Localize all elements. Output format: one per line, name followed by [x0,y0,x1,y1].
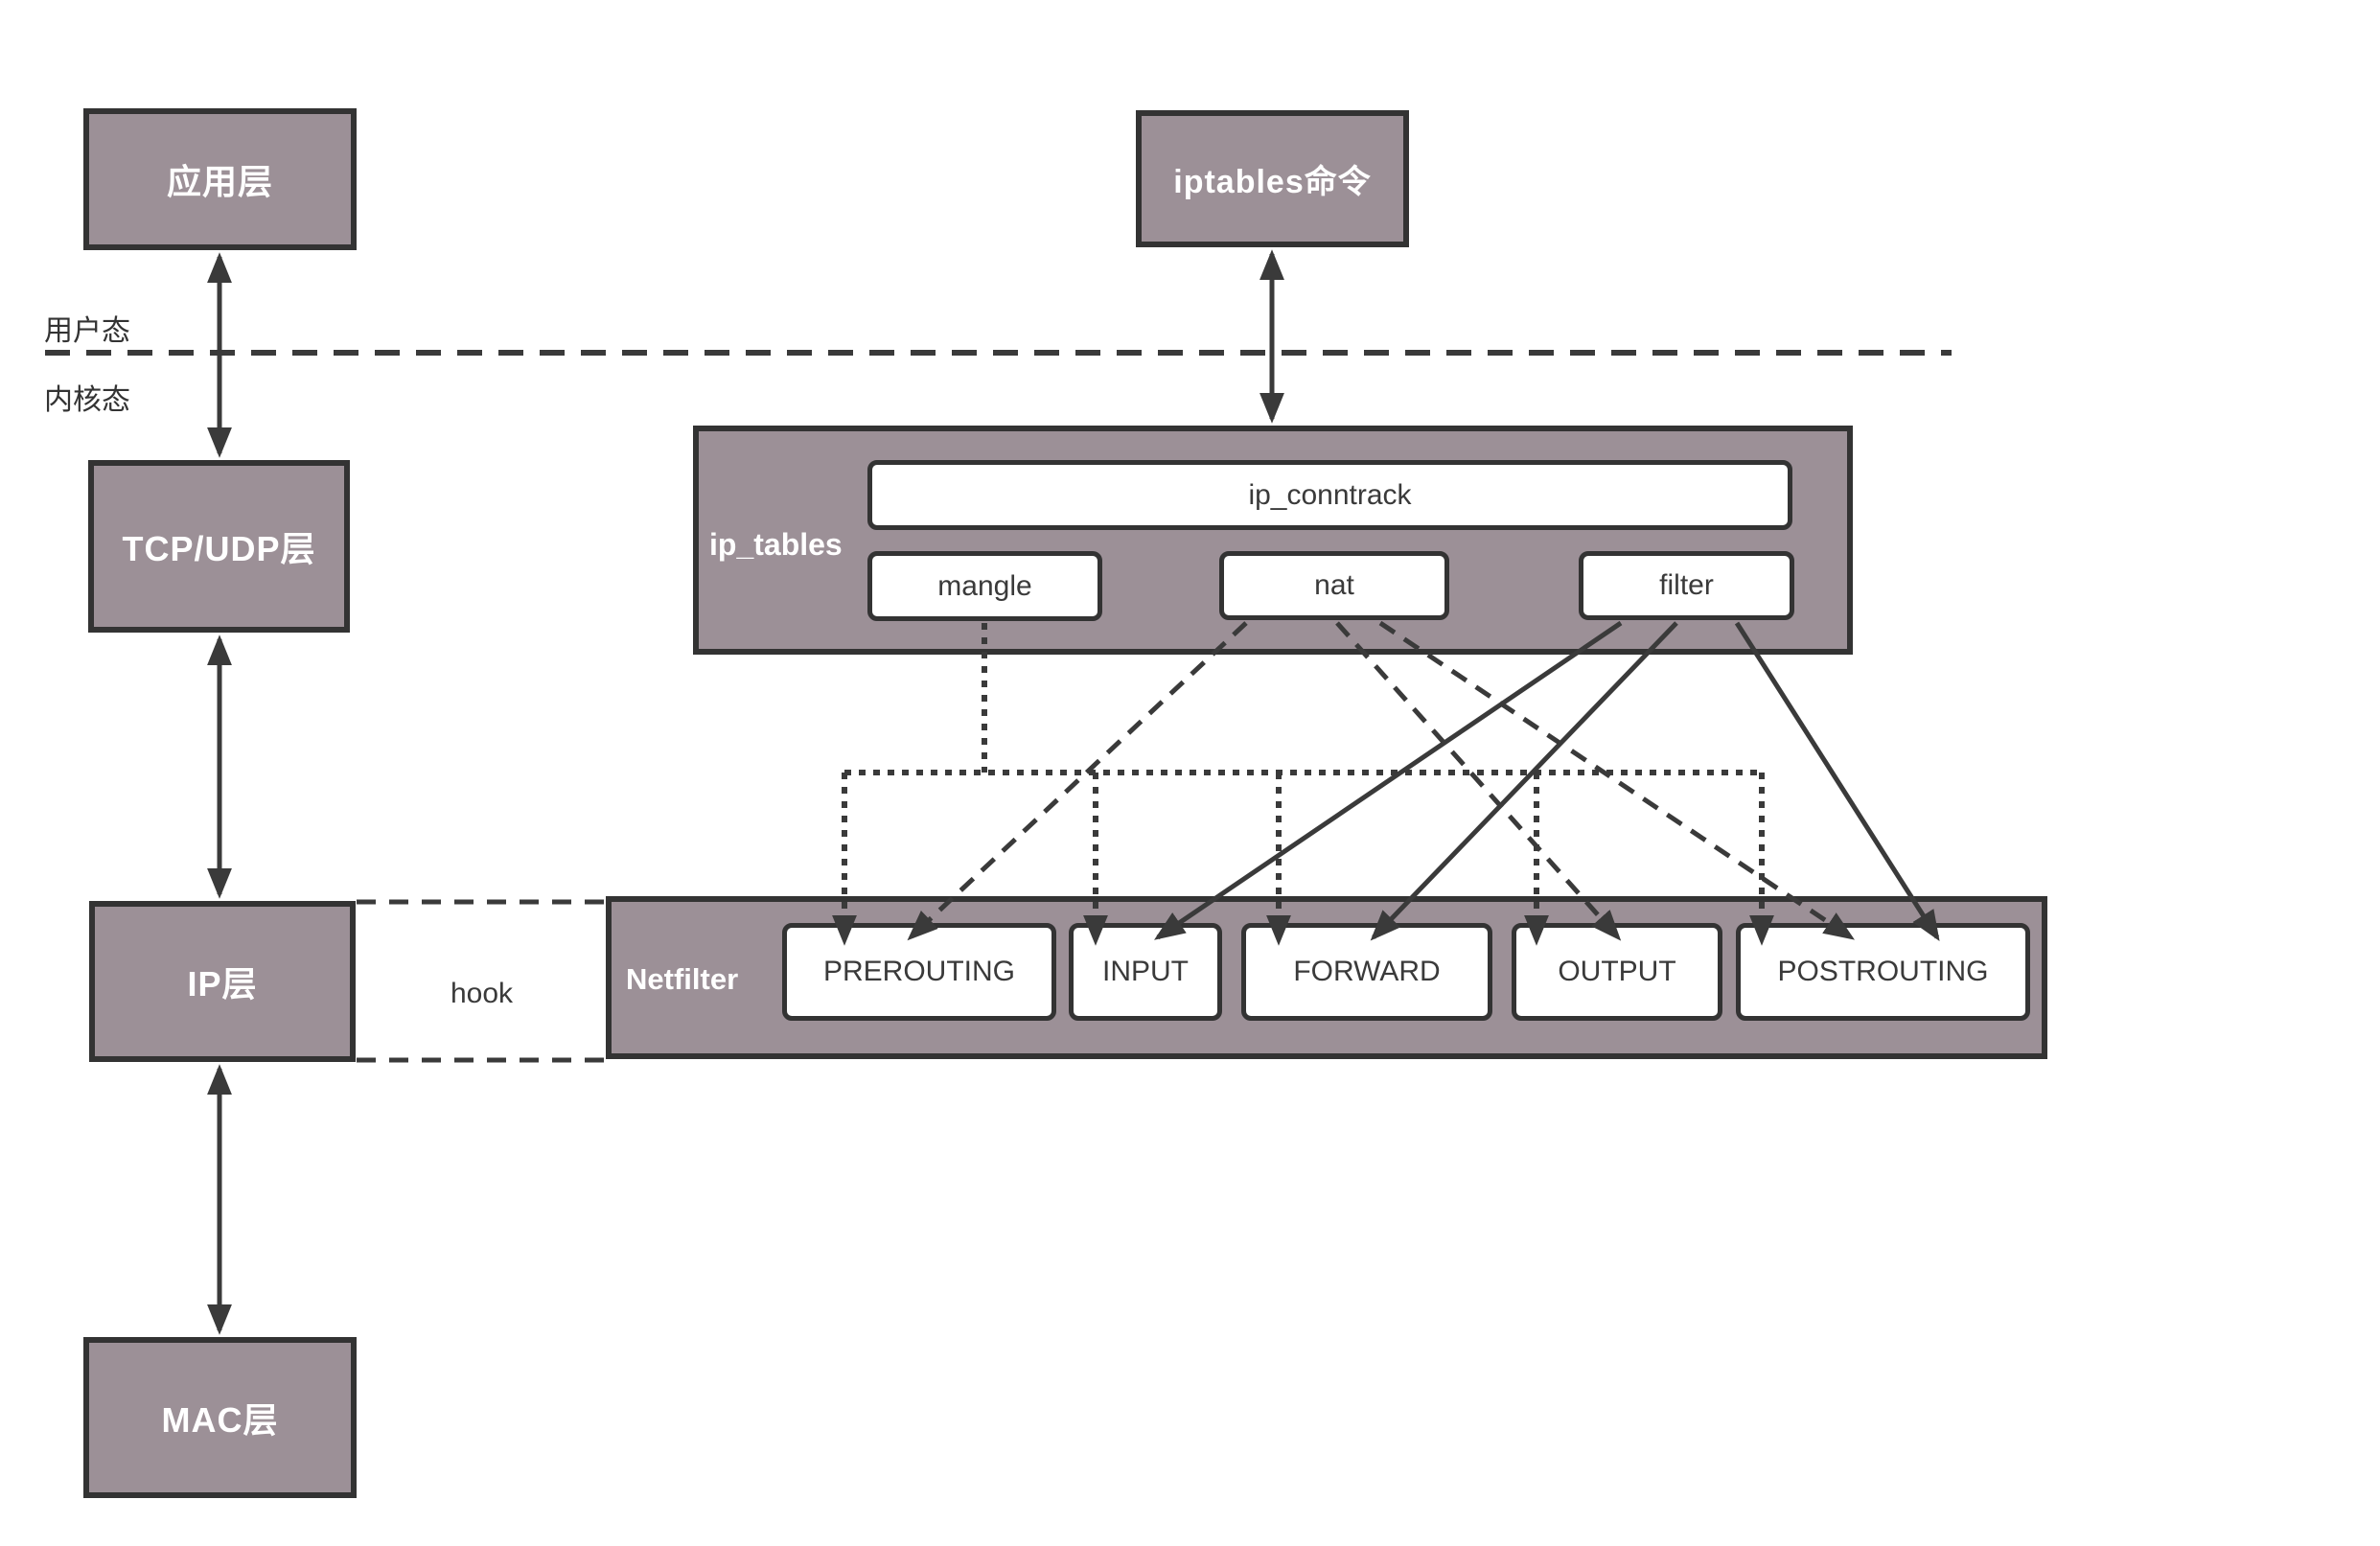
chain-box-postrouting: POSTROUTING [1736,923,2030,1021]
arrow-nat-prerouting [907,621,1248,941]
mac-layer-box: MAC层 [83,1337,357,1498]
forward-label: FORWARD [1293,956,1441,987]
app-layer-box: 应用层 [83,108,357,250]
arrow-filter-postrouting [1734,621,1940,942]
mangle-label: mangle [937,569,1032,602]
hook-label: hook [450,978,514,1009]
nat-label: nat [1314,569,1354,601]
ip-layer-label: IP层 [187,964,258,1004]
filter-label: filter [1659,569,1714,601]
output-label: OUTPUT [1558,956,1676,987]
chain-box-input: INPUT [1069,923,1222,1021]
arrow-filter-forward [1370,621,1678,941]
ip-layer-box: IP层 [89,901,356,1062]
chain-box-output: OUTPUT [1512,923,1722,1021]
ip-conntrack-box: ip_conntrack [867,460,1792,530]
app-layer-label: 应用层 [166,162,273,201]
ip-conntrack-label: ip_conntrack [1248,478,1412,511]
chain-box-prerouting: PREROUTING [782,923,1056,1021]
table-box-nat: nat [1219,551,1449,620]
user-mode-label: 用户态 [44,315,130,347]
arrow-filter-input [1154,620,1623,940]
iptables-command-label: iptables命令 [1173,164,1372,200]
kernel-mode-label: 内核态 [44,384,130,416]
table-box-mangle: mangle [867,551,1102,621]
ip-tables-label: ip_tables [709,527,843,562]
iptables-command-box: iptables命令 [1136,110,1409,247]
chain-box-forward: FORWARD [1241,923,1492,1021]
postrouting-label: POSTROUTING [1777,956,1989,987]
netfilter-label: Netfilter [626,962,739,996]
input-label: INPUT [1102,956,1189,987]
arrow-nat-output [1335,621,1622,941]
tcp-udp-layer-label: TCP/UDP层 [122,529,316,568]
tcp-udp-layer-box: TCP/UDP层 [88,460,350,633]
table-box-filter: filter [1579,551,1794,620]
arrow-nat-postrouting [1378,620,1855,940]
mac-layer-label: MAC层 [161,1400,279,1440]
prerouting-label: PREROUTING [822,956,1015,987]
